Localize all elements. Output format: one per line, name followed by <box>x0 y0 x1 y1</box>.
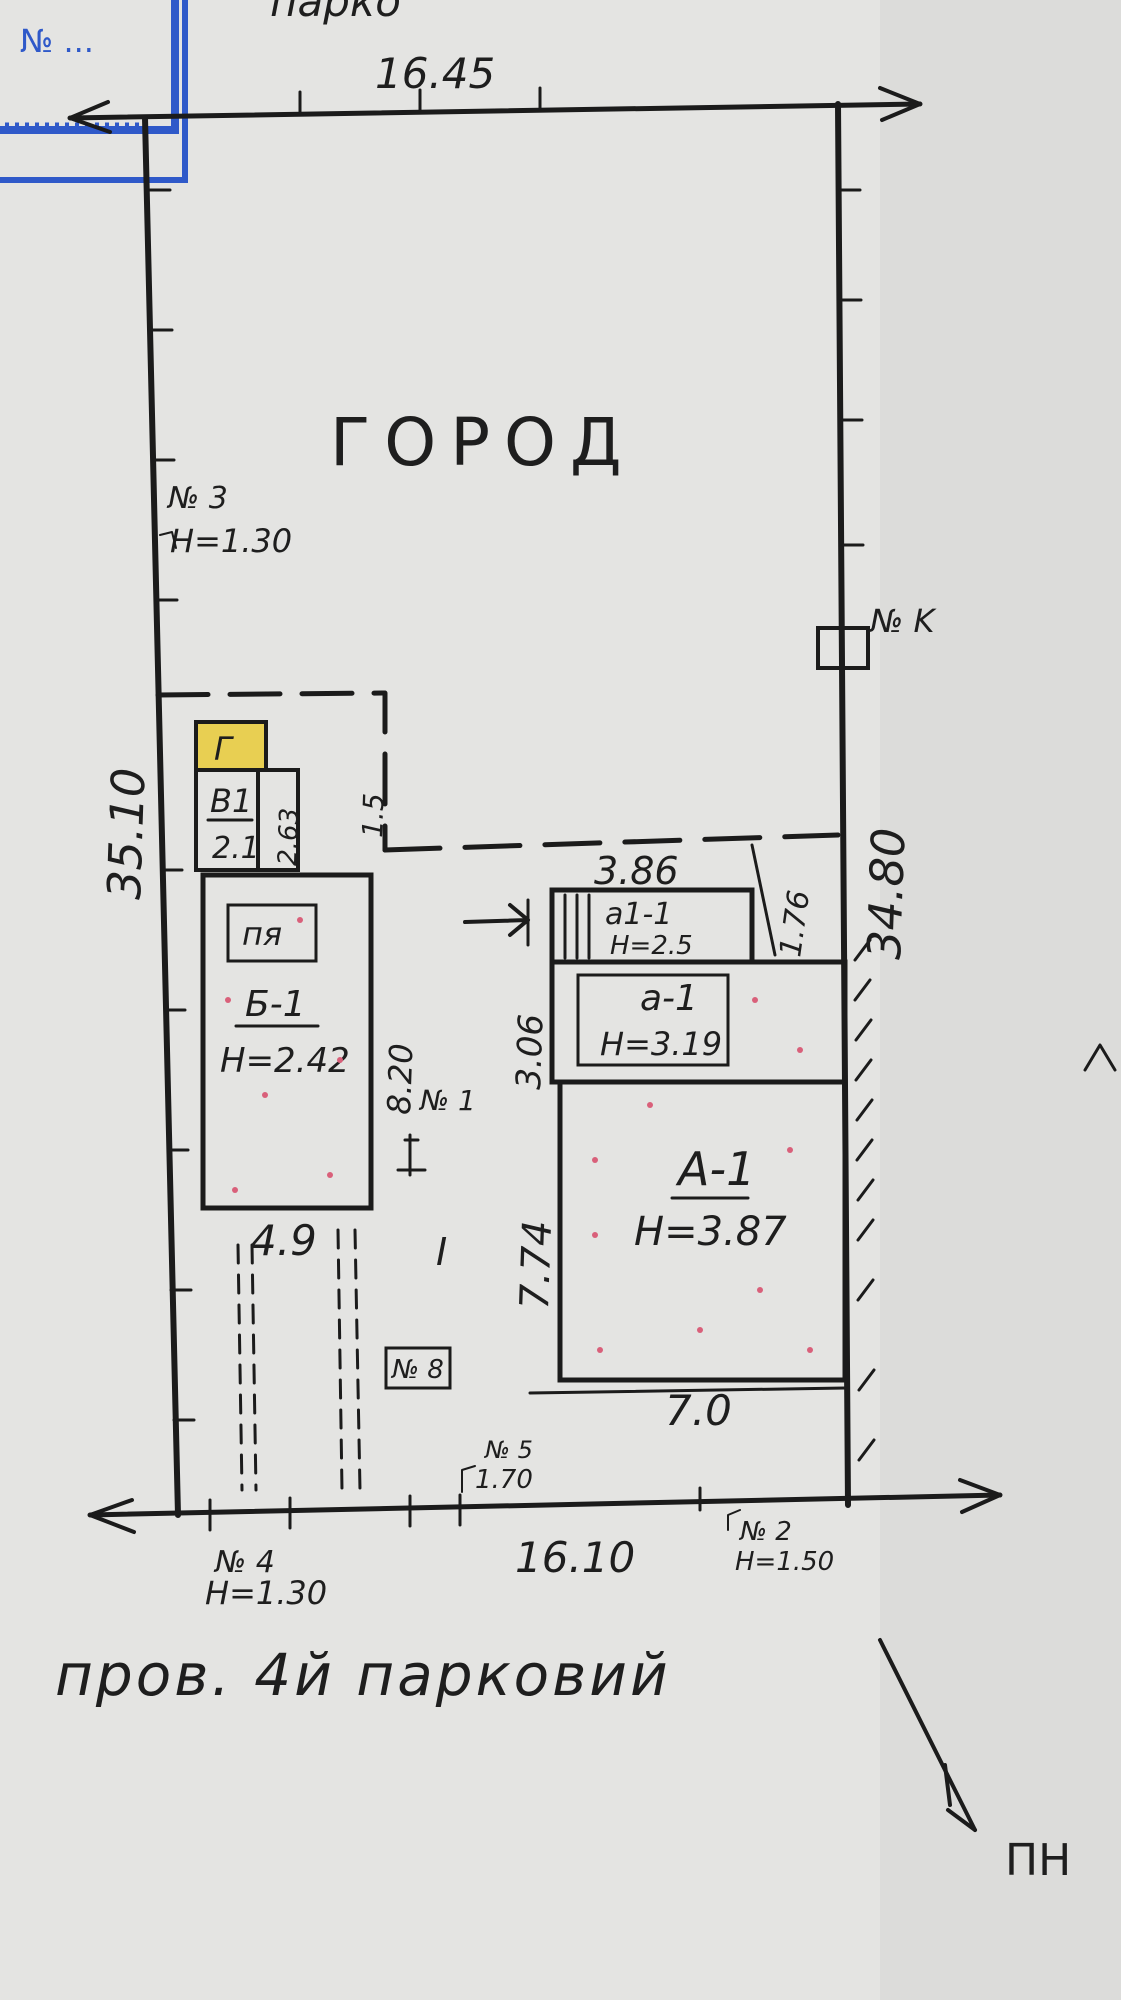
dim-gap-b: 4.9 <box>250 1216 317 1265</box>
building-v1-label: В1 <box>210 782 252 820</box>
building-a1-label: a-1 <box>640 978 698 1019</box>
building-b1-rect <box>200 872 374 1211</box>
building-b1-label: Б-1 <box>245 984 306 1025</box>
point-n2: № 2 H=1.50 <box>727 1509 834 1577</box>
building-a1-height: H=3.19 <box>600 1025 722 1063</box>
a-bottom-dim-line <box>528 1386 847 1395</box>
paper-shadow <box>880 0 1121 2000</box>
point-n4-label: № 4 <box>213 1545 275 1580</box>
driveway: 4.9 <box>236 1216 362 1492</box>
point-n5-label: № 5 <box>483 1436 533 1464</box>
building-a-label: A-1 <box>675 1142 755 1196</box>
dim-a-top: 3.86 <box>594 849 679 893</box>
dim-small-step: 1.5 <box>356 793 391 839</box>
point-n3-height: H=1.30 <box>170 522 292 560</box>
left-boundary-line <box>142 115 181 1518</box>
top-boundary-line <box>67 101 923 121</box>
point-n8-box <box>384 1346 452 1390</box>
dim-top: 16.45 <box>375 49 495 98</box>
right-hatching <box>853 938 876 1462</box>
north-label: ПН <box>1005 1835 1071 1886</box>
point-n3-label: № 3 <box>166 481 228 516</box>
point-nk: № K <box>816 602 937 670</box>
point-n2-label: № 2 <box>738 1517 792 1547</box>
stamp: № ... <box>0 0 188 183</box>
north-arrow-head <box>943 1763 977 1832</box>
point-n5-height: 1.70 <box>475 1465 533 1495</box>
point-n3: № 3 H=1.30 <box>159 481 292 560</box>
bottom-arrow-left <box>88 1498 136 1534</box>
top-arrow-left <box>68 100 112 134</box>
point-nk-label: № K <box>868 602 937 640</box>
north-arrow-line <box>878 1638 977 1832</box>
dim-b-side: 8.20 <box>380 1043 420 1116</box>
point-n1: № 1 I <box>396 1084 476 1274</box>
dim-a-side: 7.74 <box>512 1220 561 1311</box>
point-n8: № 8 <box>384 1346 452 1390</box>
porch-height: H=2.5 <box>610 931 693 961</box>
room-pya-label: пя <box>242 915 282 953</box>
stamp-frame <box>0 0 179 134</box>
building-v1-height: 2.1 <box>212 831 260 866</box>
bottom-boundary-line <box>87 1492 1003 1518</box>
left-boundary: 35.10 <box>97 115 196 1518</box>
building-b1: пя Б-1 H=2.42 8.20 <box>200 872 420 1211</box>
stamp-frame-outer <box>0 0 188 183</box>
dim-left: 35.10 <box>97 767 156 901</box>
top-boundary: 16.45 <box>67 49 923 134</box>
driveway-tracks <box>236 1228 362 1492</box>
porch-stairs <box>563 893 591 960</box>
dim-v1-side: 2.63 <box>273 807 305 866</box>
point-n2-height: H=1.50 <box>735 1547 834 1577</box>
point-n8-label: № 8 <box>390 1355 444 1385</box>
building-a1-inner <box>576 973 730 1067</box>
stamp-text: № ... <box>20 22 94 60</box>
bottom-arrow-right <box>958 1478 1002 1514</box>
well-box <box>816 626 870 670</box>
bottom-boundary: 16.10 <box>87 1478 1003 1582</box>
building-g-label: Г <box>214 730 234 768</box>
building-a-rect <box>557 1079 848 1383</box>
stray-mark <box>1083 1043 1117 1072</box>
dim-right: 34.80 <box>857 827 916 961</box>
yard-label: I <box>436 1230 447 1274</box>
building-g: Г <box>194 720 268 772</box>
point-n1-label: № 1 <box>418 1084 476 1117</box>
north-arrow: ПН <box>878 1638 1071 1886</box>
street-label: пров. 4й парковий <box>55 1641 671 1709</box>
top-arrow-right <box>878 86 922 122</box>
building-a-height: H=3.87 <box>634 1209 787 1255</box>
point-n5: № 5 1.70 <box>461 1436 533 1495</box>
point-n4: № 4 H=1.30 <box>205 1545 327 1612</box>
building-b1-height: H=2.42 <box>220 1041 350 1081</box>
dim-a1-side: 3.06 <box>509 1013 552 1090</box>
garden-label: ГОРОД <box>330 404 636 481</box>
building-g-rect <box>194 720 268 772</box>
dim-bottom: 16.10 <box>515 1533 635 1582</box>
building-a: a1-1 H=2.5 3.86 1.76 a-1 H=3.19 3.06 A-1… <box>463 843 848 1435</box>
porch-label: a1-1 <box>605 897 672 932</box>
room-pya-box <box>226 903 318 963</box>
point-n4-height: H=1.30 <box>205 1574 327 1612</box>
dashed-fence-upper <box>155 690 388 853</box>
building-v1-rect <box>194 768 300 872</box>
building-v1: В1 2.1 2.63 <box>194 768 305 872</box>
top-street-partial: парко <box>270 0 401 26</box>
dim-a-bottom: 7.0 <box>665 1386 732 1435</box>
